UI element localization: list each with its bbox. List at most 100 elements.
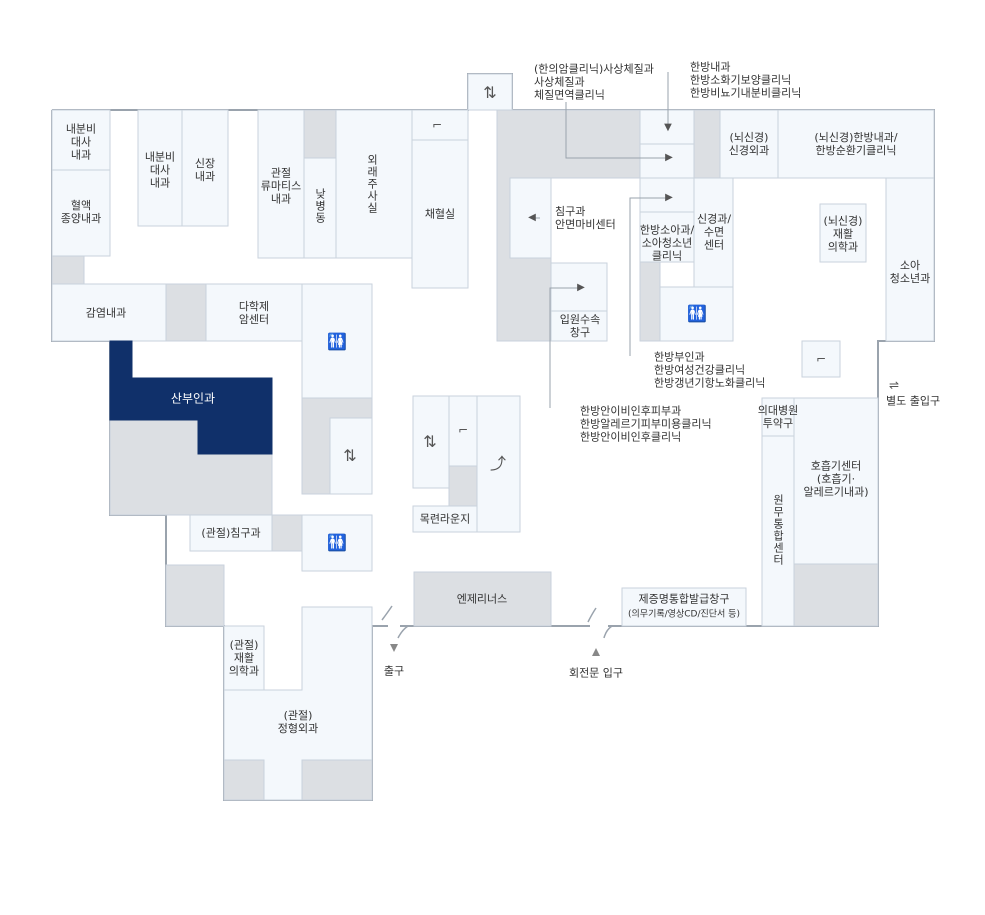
corridor-block — [639, 143, 695, 179]
label-pharmacy: 의대병원 투약구 — [757, 404, 799, 430]
stairs-area-2 — [448, 395, 478, 467]
elevator-icon: ⇅ — [483, 83, 497, 102]
service-area — [165, 564, 225, 627]
label-kpediatrics: 한방소아과/ 소아청소년 클리닉 — [639, 223, 695, 263]
label-neurosurgery: (뇌신경) 신경외과 — [728, 131, 770, 157]
label-rheumatology: 관절 류마티스 내과 — [260, 166, 302, 206]
room-neuro-sleep — [693, 177, 734, 288]
service-area — [448, 465, 478, 507]
restroom-icon: 🚻 — [327, 533, 347, 552]
room-pediatrics — [885, 177, 935, 342]
callout-kgyn: 한방부인과 한방여성건강클리닉 한방갱년기항노화클리닉 — [654, 350, 766, 390]
arrow-down-icon: ▼ — [664, 122, 672, 133]
label-neuro-sleep: 신경과/ 수면 센터 — [696, 212, 732, 252]
label-certificate: 제증명통합발급창구 — [638, 592, 730, 606]
label-hematology: 혈액 종양내과 — [60, 199, 102, 225]
label-respiratory: 호흡기센터 (호흡기· 알레르기내과) — [803, 459, 869, 499]
room-kpediatrics — [639, 211, 695, 263]
stairs-area-3 — [801, 340, 841, 378]
label-lounge: 목련라운지 — [419, 512, 471, 526]
room-rheumatology — [257, 109, 305, 259]
service-area — [693, 109, 721, 179]
room-respiratory — [793, 397, 879, 565]
label-acupuncture: 침구과 안면마비센터 — [555, 205, 616, 231]
room-lounge — [412, 505, 478, 533]
callout-kinternal: 한방내과 한방소화기보양클리닉 한방비뇨기내분비클리닉 — [690, 60, 802, 100]
service-area — [165, 283, 207, 342]
service-area — [303, 109, 337, 159]
stairs-icon: ⌐ — [815, 352, 827, 366]
label-angelinus: 엔제리너스 — [456, 592, 508, 606]
service-area — [793, 563, 879, 627]
callout-kderm: 한방안이비인후피부과 한방알레르기피부미용클리닉 한방안이비인후클리닉 — [580, 404, 712, 444]
door-swing — [397, 625, 409, 639]
admission-area — [550, 262, 608, 312]
label-endocrine: 내분비 대사 내과 — [144, 150, 176, 190]
room-obgyn — [109, 340, 273, 455]
room-nephrology — [181, 109, 229, 227]
door-swing — [381, 605, 393, 621]
room-endocrine — [137, 109, 183, 227]
label-admission: 입원수속 창구 — [559, 313, 601, 339]
room-angelinus — [413, 571, 552, 627]
door-swing — [603, 625, 613, 639]
arrow-right-icon: ▶ — [665, 192, 673, 203]
entrance-arrow-icon — [592, 648, 600, 656]
service-area — [51, 255, 85, 285]
room-neuro-rehab — [819, 203, 867, 263]
label-cancer-center: 다학제 암센터 — [238, 300, 270, 326]
escalator-icon: ⤴ — [489, 454, 507, 473]
label-joint-rehab: (관절) 재활 의학과 — [228, 638, 260, 678]
label-integrated: 원무통합센터 — [771, 494, 785, 566]
room-admission — [550, 310, 608, 342]
label-day-ward: 낮병동 — [313, 188, 327, 224]
elevator-area-2 — [412, 395, 450, 489]
label-nephrology: 신장 내과 — [194, 157, 216, 183]
room-outpatient — [335, 109, 413, 259]
arrow-right-icon: ▶ — [577, 282, 585, 293]
restroom-icon: 🚻 — [687, 304, 707, 323]
elevator-icon: ⇅ — [423, 432, 437, 451]
label-obgyn: 산부인과 — [170, 391, 216, 406]
elevator-icon: ⇅ — [343, 446, 357, 465]
room-neuro-kmed — [777, 109, 935, 179]
restroom-area — [301, 283, 373, 399]
stairs-icon: ⌐ — [431, 118, 443, 132]
restroom-icon: 🚻 — [327, 332, 347, 351]
room-integrated — [761, 435, 795, 627]
stairs-icon: ⌐ — [457, 423, 469, 437]
entrance-arrow-icon — [390, 644, 398, 652]
arrow-left-icon: ◀ — [528, 212, 536, 223]
room-blood-collection — [411, 139, 469, 289]
label-exit: 출구 — [383, 664, 405, 678]
arrow-right-icon: ▶ — [665, 152, 673, 163]
room-certificate — [621, 587, 747, 627]
callout-constitution: (한의암클리닉)사상체질과 사상체질과 체질면역클리닉 — [534, 62, 654, 102]
room-endocrine-left — [51, 109, 111, 171]
label-blood-collection: 채혈실 — [424, 207, 456, 221]
leader-line — [629, 197, 668, 356]
label-neuro-rehab: (뇌신경) 재활 의학과 — [823, 214, 863, 254]
room-day-ward — [303, 157, 337, 259]
label-certificate-sub: (의무기록/영상CD/진단서 등) — [628, 609, 740, 620]
two-way-arrow-icon: ⇌ — [888, 378, 900, 392]
room-cancer-center — [205, 283, 303, 342]
label-joint-acupuncture: (관절)침구과 — [201, 526, 261, 540]
service-area — [223, 759, 265, 801]
label-outpatient: 외래주사실 — [365, 154, 379, 214]
label-endocrine-left: 내분비 대사 내과 — [65, 122, 97, 162]
label-separate-entrance: 별도 출입구 — [886, 394, 941, 408]
label-neuro-kmed: (뇌신경)한방내과/ 한방순환기클리닉 — [814, 131, 898, 157]
door-swing — [587, 607, 597, 623]
room-pharmacy — [761, 397, 795, 437]
escalator-area — [476, 395, 521, 533]
service-area — [639, 261, 661, 342]
corridor-block — [639, 109, 695, 145]
elevator-area — [329, 417, 373, 495]
leader-line — [565, 102, 668, 159]
label-revolving-door: 회전문 입구 — [568, 666, 624, 680]
room-neurosurgery — [719, 109, 779, 179]
restroom-area-3 — [659, 286, 734, 342]
label-joint-ortho: (관절) 정형외과 — [277, 709, 319, 735]
